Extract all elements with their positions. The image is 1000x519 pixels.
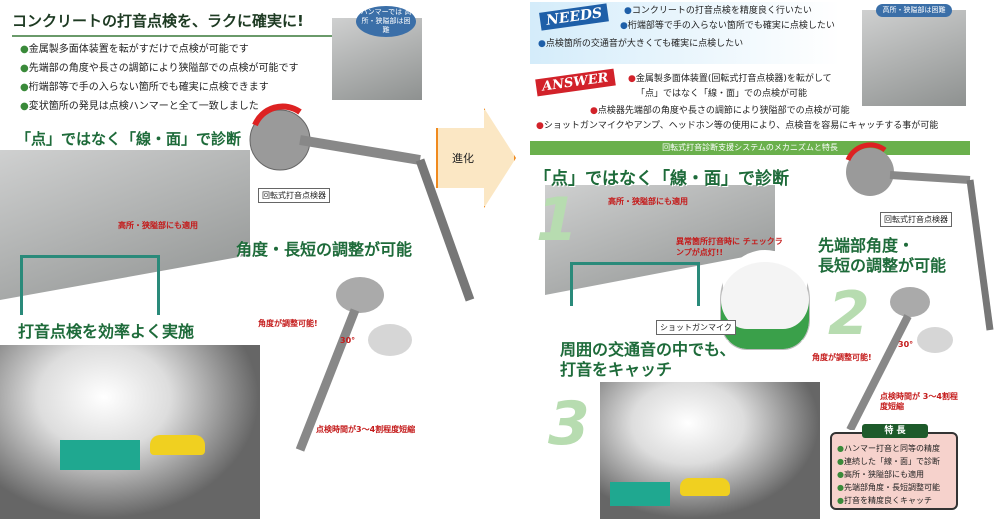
needs-bullets: ●コンクリートの打音点検を精度良く行いたい ●桁端部等で手の入らない箇所でも確実… (538, 4, 835, 52)
left-time-note: 点検時間が3～4割程度短縮 (316, 425, 416, 434)
rotation-arrow (252, 103, 302, 127)
left-device-label: 回転式打音点検器 (258, 188, 330, 203)
left-heading-2: 角度・長短の調整が可能 (236, 240, 413, 259)
right-car-illustration (680, 478, 730, 496)
left-note-height: 高所・狭隘部にも適用 (118, 221, 198, 230)
features-title: 特 長 (862, 424, 928, 438)
needs-item: ●桁端部等で手の入らない箇所でも確実に点検したい (620, 21, 835, 31)
bullet: ●桁端部等で手の入らない箇所でも確実に点検できます (20, 82, 269, 93)
right-heading-1: 「点」ではなく「線・面」で診断 (534, 169, 789, 189)
feature-item: ●高所・狭隘部にも適用 (837, 470, 924, 479)
feature-item: ●連続した「線・面」で診断 (837, 457, 940, 466)
right-hammer-illustration (862, 10, 966, 106)
needs-item: ●コンクリートの打音点検を精度良く行いたい (624, 6, 812, 16)
right-scaffold-illustration (570, 262, 700, 306)
helmet-illustration (720, 250, 810, 350)
right-badge: 高所・狭隘部は困難 (876, 4, 952, 17)
right-angle: 30° (898, 340, 914, 349)
device-arm-illustration (249, 103, 475, 302)
right-device-label: 回転式打音点検器 (880, 212, 952, 227)
right-note-height: 高所・狭隘部にも適用 (608, 197, 688, 206)
left-heading-1: 「点」ではなく「線・面」で診断 (16, 130, 242, 148)
right-heading-2: 先端部角度・長短の調整が可能 (818, 236, 947, 275)
lamp-note: 異常箇所打音時に チェックランプが点灯!! (676, 237, 783, 257)
right-time-note: 点検時間が 3～4割程度短縮 (880, 392, 958, 411)
needs-item: ●点検箇所の交通音が大きくても確実に点検したい (538, 39, 744, 49)
feature-item: ●先端部角度・長短調整可能 (837, 483, 940, 492)
right-angle-note: 角度が調整可能! (812, 353, 872, 362)
features-box: ●ハンマー打音と同等の精度 ●連続した「線・面」で診断 ●高所・狭隘部にも適用 … (830, 432, 958, 510)
answer-bullets: ●金属製多面体装置(回転式打音点検器)を転がして 「点」ではなく「線・面」での点… (536, 72, 938, 134)
left-angle-note: 角度が調整可能! (258, 319, 318, 328)
right-lift-illustration (610, 482, 670, 506)
angle-arm-illustration (295, 277, 412, 452)
answer-item: ●金属製多面体装置(回転式打音点検器)を転がして (628, 74, 832, 84)
evolution-label: 進化 (452, 152, 474, 165)
step-number-1: 1 (536, 185, 578, 255)
right-angle-arm-illustration (846, 287, 953, 430)
right-heading-3: 周囲の交通音の中でも、打音をキャッチ (560, 340, 736, 379)
feature-item: ●打音を精度良くキャッチ (837, 496, 932, 505)
mic-label: ショットガンマイク (656, 320, 736, 335)
left-angle: 30° (340, 336, 356, 345)
bullet: ●金属製多面体装置を転がすだけで点検が可能です (20, 44, 249, 55)
step-number-2: 2 (828, 279, 870, 349)
left-heading-3: 打音点検を効率よく実施 (18, 322, 195, 341)
answer-item: 「点」ではなく「線・面」での点検が可能 (636, 89, 808, 99)
left-bullets: ●金属製多面体装置を転がすだけで点検が可能です ●先端部の角度や長さの調節により… (20, 40, 299, 116)
answer-label: ANSWER (535, 68, 616, 97)
scaffold-illustration (20, 255, 160, 315)
bullet: ●先端部の角度や長さの調節により狭隘部での点検が可能です (20, 63, 299, 74)
hammer-badge: ハンマーでは 高所・狭隘部は困難 (356, 6, 416, 37)
lift-illustration (60, 440, 140, 470)
tunnel-illustration (0, 345, 260, 519)
answer-item: ●ショットガンマイクやアンプ、ヘッドホン等の使用により、点検音を容易にキャッチす… (536, 121, 939, 131)
feature-item: ●ハンマー打音と同等の精度 (837, 444, 940, 453)
step-number-3: 3 (548, 389, 590, 459)
right-device-arm-illustration (845, 142, 994, 331)
car-illustration (150, 435, 205, 455)
bullet: ●変状箇所の発見は点検ハンマーと全て一致しました (20, 101, 259, 112)
left-title: コンクリートの打音点検を、ラクに確実に! (12, 10, 332, 37)
answer-item: ●点検器先端部の角度や長さの調節により狭隘部での点検が可能 (590, 106, 850, 116)
